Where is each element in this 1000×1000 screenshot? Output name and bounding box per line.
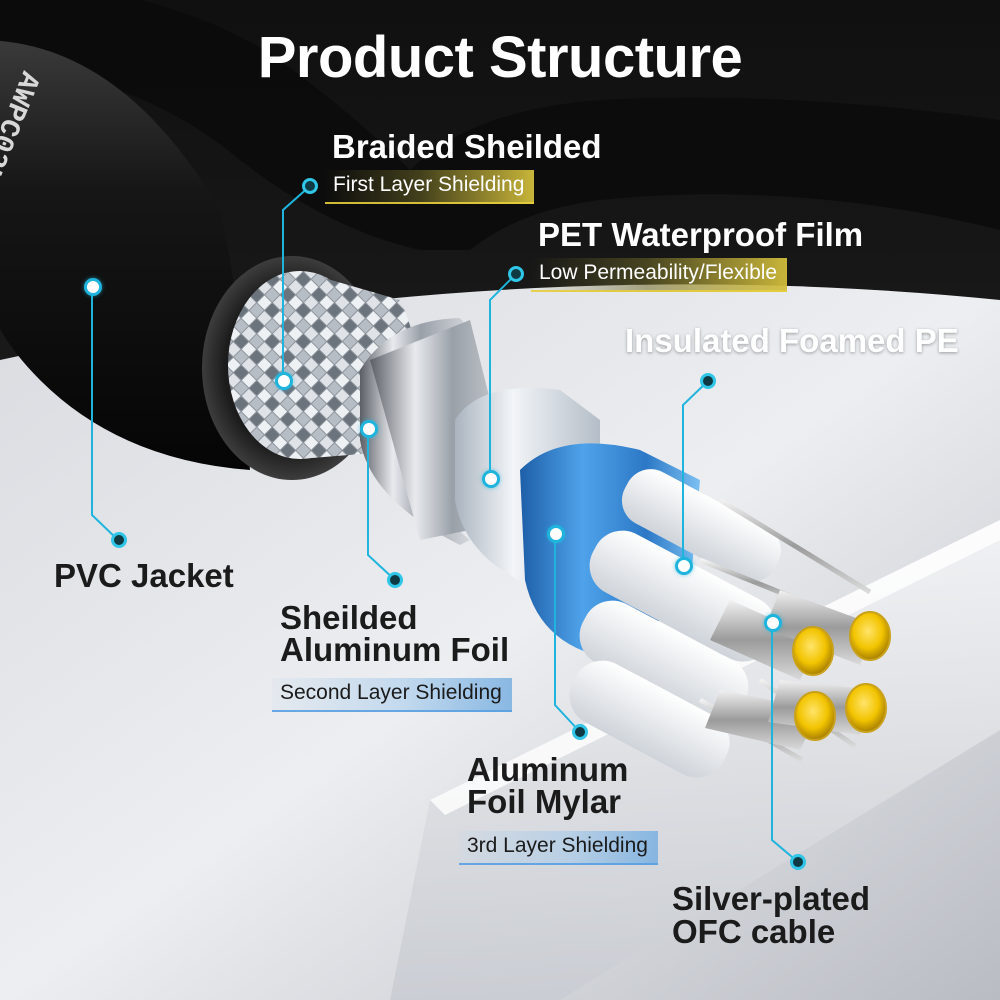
callout-dot-ofc	[764, 614, 782, 632]
callout-pin-braided	[302, 178, 318, 194]
callout-pin-al-foil	[387, 572, 403, 588]
page-title: Product Structure	[257, 25, 743, 90]
core-pairs	[569, 469, 891, 778]
callout-pin-foamed-pe	[700, 373, 716, 389]
cable-coil	[0, 0, 1000, 250]
label-braided-subtitle: First Layer Shielding	[325, 170, 535, 204]
label-al-foil-subtitle: Second Layer Shielding	[272, 678, 512, 712]
label-ofc-title-line1: Silver-plated	[672, 880, 871, 917]
cable-jacket-body	[0, 40, 250, 470]
label-mylar-title-line1: Aluminum	[467, 751, 629, 788]
callout-dot-foamed-pe	[675, 557, 693, 575]
label-braided-title: Braided Sheilded	[332, 128, 602, 165]
label-foamed-pe-title: Insulated Foamed PE	[625, 322, 959, 359]
callout-dot-pvc	[84, 278, 102, 296]
callout-pin-pet	[508, 266, 524, 282]
label-ofc-title-line2: OFC cable	[672, 913, 836, 950]
callout-lines	[91, 185, 799, 863]
label-mylar-subtitle: 3rd Layer Shielding	[459, 831, 658, 865]
label-pvc-title: PVC Jacket	[54, 557, 234, 594]
callout-pin-pvc	[111, 532, 127, 548]
callout-dot-braided	[275, 372, 293, 390]
callout-pin-mylar	[572, 724, 588, 740]
callout-pin-ofc	[790, 854, 806, 870]
label-pet-title: PET Waterproof Film	[538, 216, 864, 253]
callout-dot-al-foil	[360, 420, 378, 438]
label-al-foil-title-line1: Sheilded	[280, 599, 418, 636]
callout-dot-pet	[482, 470, 500, 488]
label-pet-subtitle: Low Permeability/Flexible	[531, 258, 788, 292]
label-al-foil-title-line2: Aluminum Foil	[280, 631, 510, 668]
callout-dot-mylar	[547, 525, 565, 543]
label-mylar-title-line2: Foil Mylar	[467, 783, 622, 820]
